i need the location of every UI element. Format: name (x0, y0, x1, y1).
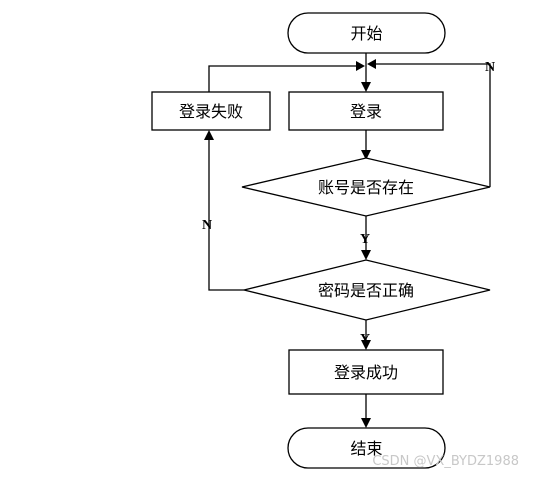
login-fail-label: 登录失败 (179, 102, 243, 121)
arrowhead-down-success (361, 340, 371, 350)
edge-password-no-to-login-fail (208, 140, 244, 291)
arrowhead-left-junction (367, 59, 376, 69)
edge-account-no-to-junction (376, 63, 491, 187)
branch-label-password-no: N (202, 218, 212, 233)
arrowhead-down-password (361, 250, 371, 260)
password-correct-decision (243, 259, 491, 321)
start-label: 开始 (350, 24, 382, 43)
login-fail-process (151, 91, 271, 131)
end-label: 结束 (350, 439, 382, 458)
login-success-process (288, 349, 444, 395)
password-correct-label: 密码是否正确 (318, 281, 414, 300)
login-label: 登录 (350, 102, 382, 121)
branch-label-account-no: N (485, 60, 495, 75)
account-exists-decision (241, 157, 491, 217)
start-terminator (287, 12, 446, 54)
end-terminator (287, 427, 446, 469)
branch-label-password-yes: Y (360, 332, 370, 347)
login-success-label: 登录成功 (334, 363, 398, 382)
arrowheads (204, 59, 376, 428)
arrowhead-down-end (361, 418, 371, 428)
account-exists-label: 账号是否存在 (318, 178, 414, 197)
arrowhead-right-junction (356, 61, 365, 71)
login-process (288, 91, 444, 131)
edge-login-fail-to-junction (208, 65, 358, 92)
connectors (208, 53, 491, 420)
arrowhead-up-login-fail (204, 130, 214, 140)
arrowhead-down-account (361, 150, 371, 160)
arrowhead-down-login (361, 82, 371, 92)
branch-label-account-yes: Y (360, 232, 370, 247)
watermark: CSDN @VX_BYDZ1988 (372, 454, 519, 469)
